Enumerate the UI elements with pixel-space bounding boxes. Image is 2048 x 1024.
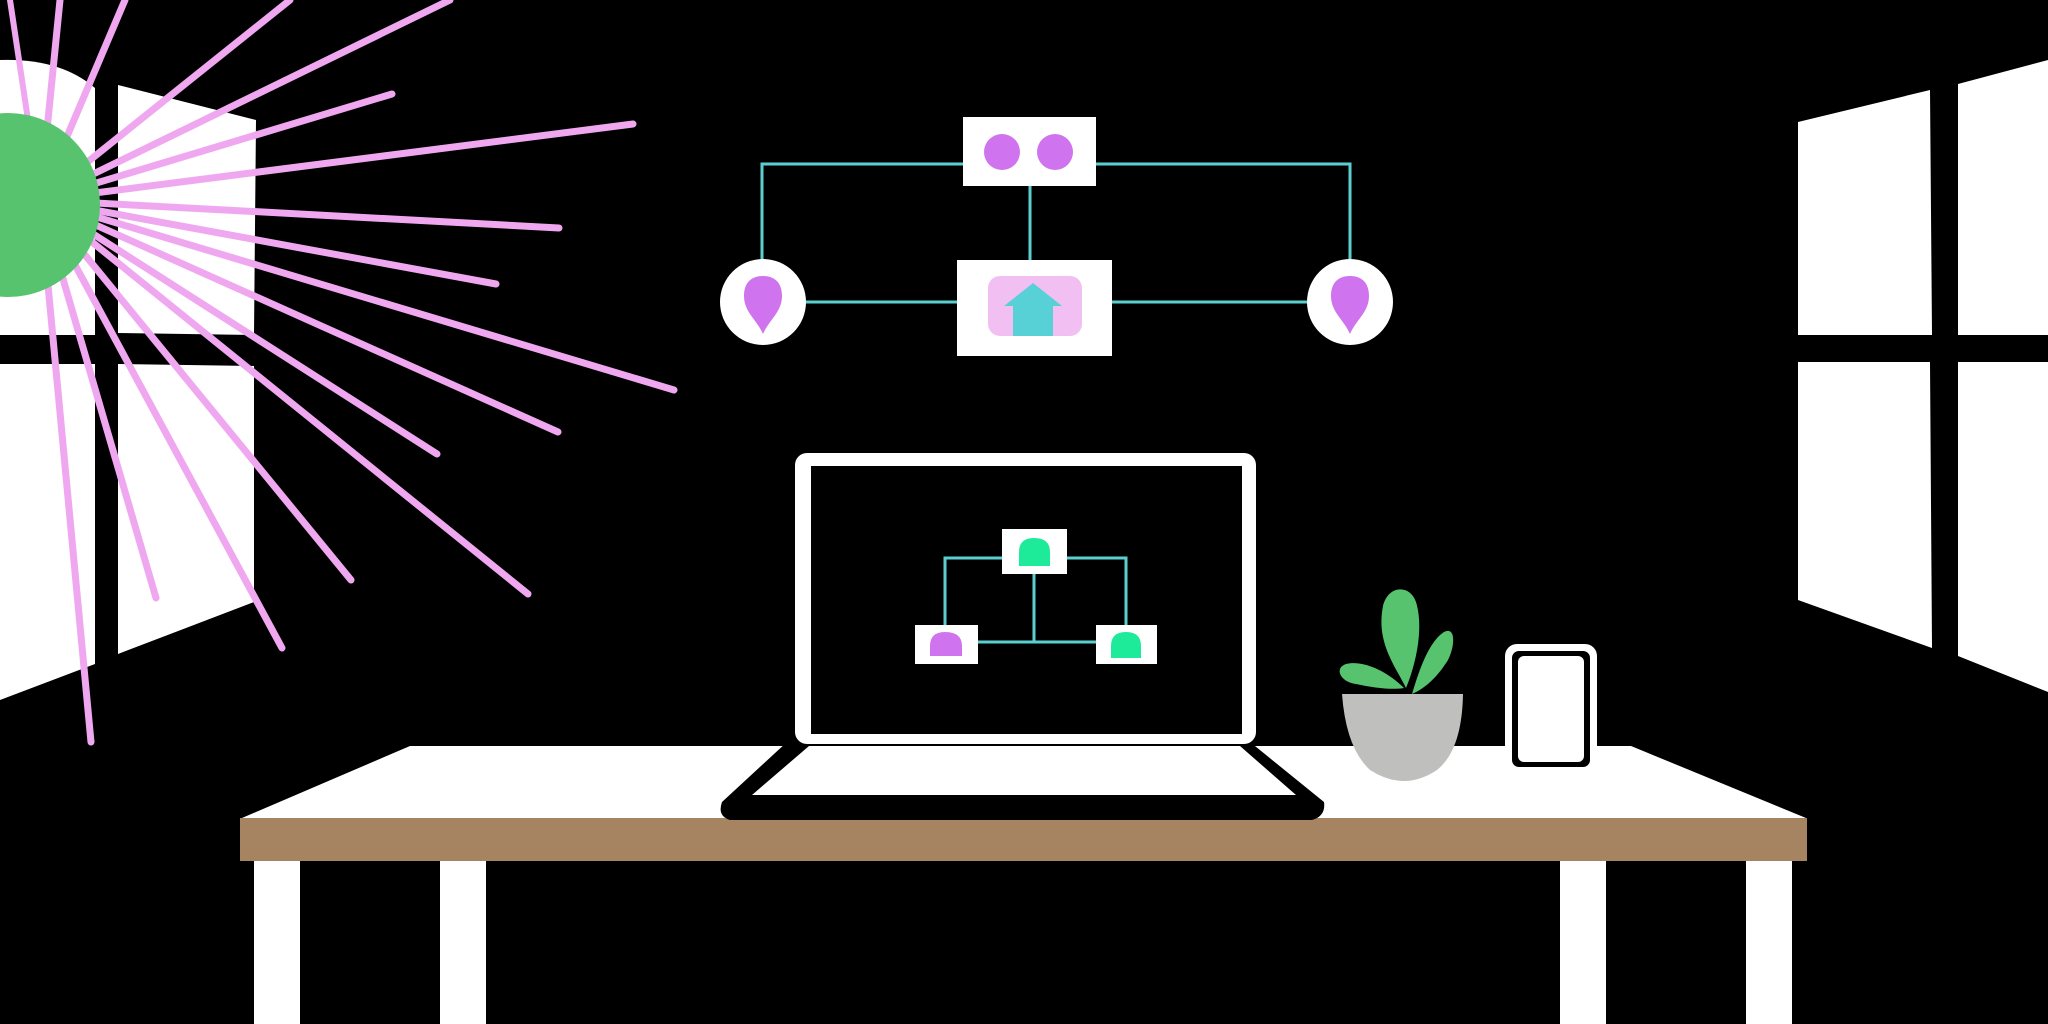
screen-top-node [1002,529,1067,574]
laptop-keyboard-deck [752,746,1296,795]
sun-ray [36,196,95,746]
right-window [1798,60,2048,692]
plant-leaf [1339,663,1404,689]
network-line-top-left [760,162,963,262]
location-pin-icon [1331,276,1369,334]
screen-left-node [915,625,978,664]
top-node-card [963,117,1096,186]
home-network-diagram [720,117,1393,356]
sun-ray [36,0,454,204]
potted-plant-icon [1339,589,1463,781]
sun-ray [36,196,500,288]
plant-pot [1342,694,1463,781]
laptop [720,453,1325,820]
right-window-upper-left-pane [1798,90,1932,335]
sun-rays [7,0,678,746]
right-node [1307,259,1393,345]
sun-ray [36,196,441,458]
person-node-icon [930,632,962,656]
desk-leg [1560,861,1606,1024]
desk-leg [254,861,300,1024]
two-dot-node-icon [984,134,1020,170]
center-node [957,260,1112,356]
screen-right-node [1096,625,1157,664]
sun-ray [36,196,678,394]
screen-network-diagram [915,529,1157,664]
top-node [963,117,1096,186]
sun-ray [36,196,532,598]
right-window-lower-right-pane [1958,362,2048,692]
desk-leg [440,861,486,1024]
plant-leaf [1381,589,1420,688]
right-window-upper-right-pane [1958,60,2048,335]
screen-line-right [1067,556,1128,625]
location-pin-icon [744,276,782,334]
two-dot-node-icon [1037,134,1073,170]
left-window-lower-pane [0,364,95,700]
right-window-lower-left-pane [1798,362,1932,648]
plant-leaf [1412,630,1454,694]
desk-leg [1746,861,1792,1024]
screen-line-left [943,556,1002,625]
left-node [720,259,806,345]
smart-speaker-icon [1505,644,1597,774]
sun-ray [36,120,637,204]
sun-ray [36,196,562,436]
sun [0,113,100,297]
sun-ray [36,196,286,652]
desk-edge [240,818,1807,861]
laptop-screen [811,466,1242,734]
network-lines [760,162,1352,304]
sun-ray [36,90,396,204]
person-node-icon [1019,538,1050,566]
screen-network-lines [943,556,1128,644]
home-icon [1004,283,1062,336]
network-line-top-right [1096,162,1352,262]
sun-ray [36,196,355,584]
person-node-icon [1111,632,1141,658]
sun-ray [36,196,563,232]
speaker-face [1518,656,1584,762]
